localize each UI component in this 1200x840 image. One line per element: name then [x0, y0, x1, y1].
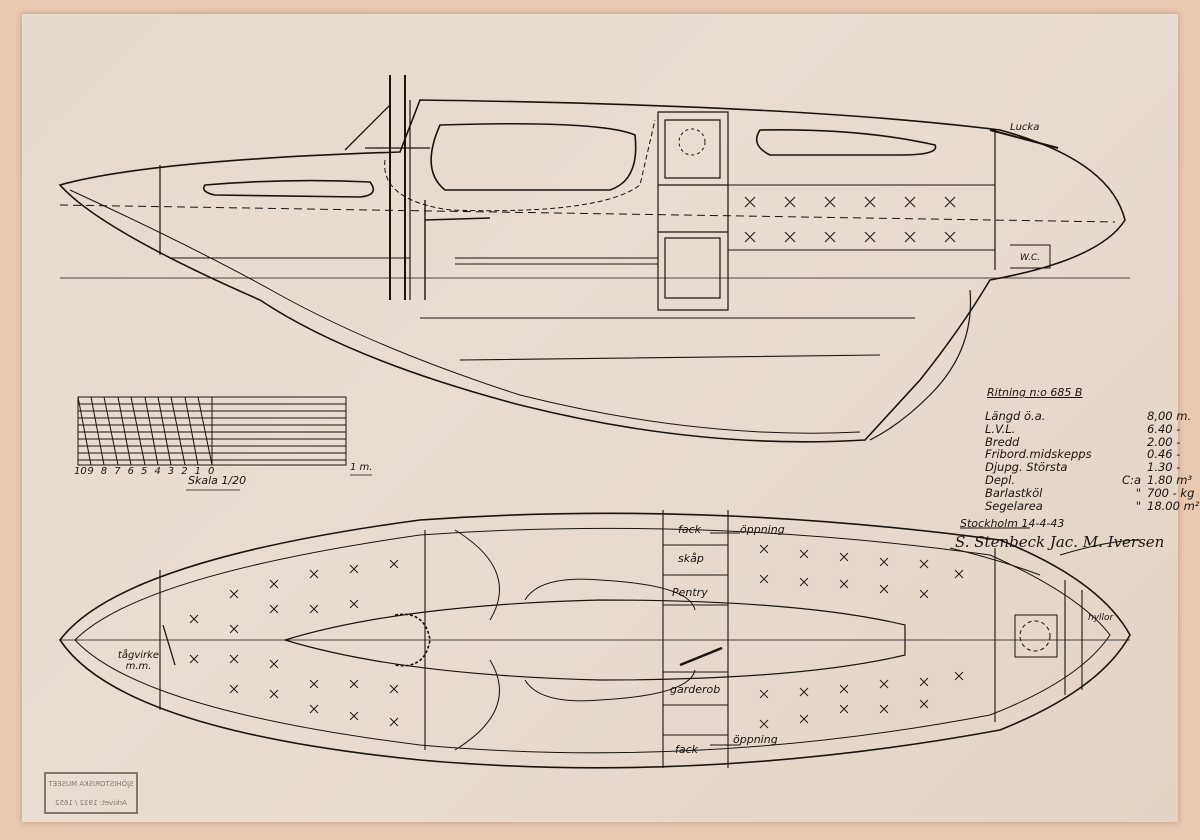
opening-bottom-label: öppning: [733, 733, 778, 746]
spec-prefix: C:a: [1122, 472, 1141, 487]
museum-stamp: SJÖHISTORISKA MUSEET Arkivet: 1932 / 165…: [44, 772, 138, 814]
spec-prefix: [1097, 410, 1147, 423]
spec-prefix: ": [1135, 485, 1141, 500]
spec-row: Djupg. Största 1.30 -: [985, 461, 1199, 474]
pentry-label: Pentry: [672, 586, 708, 599]
spec-value: 8,00 m.: [1147, 409, 1192, 423]
spec-value: 1.80 m³: [1147, 472, 1193, 487]
berth-crosses: [744, 196, 956, 243]
scale-tick-label: 3: [167, 466, 175, 477]
spec-label: Längd ö.a.: [985, 409, 1046, 423]
spec-row: Depl. C:a 1.80 m³: [985, 474, 1199, 487]
spec-value: 0.46 -: [1147, 447, 1181, 462]
spec-value: 6.40 -: [1147, 421, 1181, 436]
scale-title: Skala 1/20: [188, 474, 247, 487]
signature: S. Stenbeck Jac. M. Iversen: [955, 533, 1165, 551]
spec-label: Bredd: [985, 434, 1020, 449]
wardrobe-label: garderob: [670, 683, 721, 696]
spec-value: 700 - kg: [1147, 485, 1195, 500]
scale-tick-label: 4: [154, 466, 161, 477]
spec-row: Barlastköl " 700 - kg: [985, 485, 1199, 500]
spec-label: Djupg. Största: [985, 460, 1068, 475]
spec-row: Segelarea " 18.00 m²: [985, 498, 1200, 513]
scale-tick-label: 10: [74, 466, 87, 477]
profile-view: [58, 75, 1130, 443]
spec-prefix: [1097, 448, 1147, 461]
scale-end-label: 1 m.: [350, 462, 373, 473]
spec-label: Segelarea: [985, 498, 1043, 513]
spec-label: Barlastköl: [985, 485, 1043, 500]
spec-value: 18.00 m²: [1147, 498, 1200, 513]
spec-prefix: ": [1135, 498, 1141, 513]
hull-profile: [58, 99, 1126, 443]
shelves-label: hyllor: [1088, 613, 1114, 623]
hull-plan: [59, 512, 1131, 769]
spec-value: 1.30 -: [1147, 460, 1181, 475]
fack-top-label: fack: [678, 523, 702, 536]
scale-tick-label: 0: [208, 466, 215, 477]
stamp-line-2: Arkivet: 1932 / 1652: [55, 798, 127, 807]
hatch-label: Lucka: [1010, 122, 1040, 133]
spec-label: Fribord.midskepps: [985, 447, 1092, 462]
spec-prefix: [1097, 423, 1147, 436]
scale-tick-label: 9: [87, 466, 94, 477]
spec-label: Depl.: [985, 472, 1016, 487]
scale-tick-label: 1: [194, 466, 201, 477]
cupboard-label: skåp: [678, 552, 704, 565]
spec-row: L.V.L. 6.40 -: [985, 421, 1199, 436]
scale-bar: [77, 396, 372, 491]
spec-label: L.V.L.: [985, 421, 1016, 436]
scale-tick-label: 6: [127, 466, 134, 477]
fack-bottom-label: fack: [675, 743, 699, 756]
spec-value: 2.00 -: [1147, 434, 1181, 449]
opening-top-label: öppning: [740, 523, 785, 536]
place-date: Stockholm 14-4-43: [960, 517, 1065, 530]
specifications-table: Längd ö.a. 8,00 m. L.V.L. 6.40 - Bredd 2.00…: [985, 410, 1199, 512]
spec-prefix: [1097, 436, 1147, 449]
scale-tick-label: 2: [181, 466, 188, 477]
berth-crosses-plan: [189, 544, 964, 729]
scale-tick-label: 7: [114, 466, 121, 477]
plan-view: [59, 510, 1131, 769]
scale-tick-label: 8: [100, 466, 108, 477]
stamp-line-1: SJÖHISTORISKA MUSEET: [48, 779, 134, 788]
spec-row: Fribord.midskepps 0.46 -: [985, 448, 1199, 461]
rope-storage-label: tågvirke m.m.: [117, 650, 160, 672]
spec-row: Längd ö.a. 8,00 m.: [985, 410, 1199, 423]
wc-label: W.C.: [1020, 253, 1041, 263]
scale-tick-label: 5: [141, 466, 148, 477]
spec-row: Bredd 2.00 -: [985, 434, 1199, 449]
drawing-number: Ritning n:o 685 B: [987, 386, 1083, 399]
